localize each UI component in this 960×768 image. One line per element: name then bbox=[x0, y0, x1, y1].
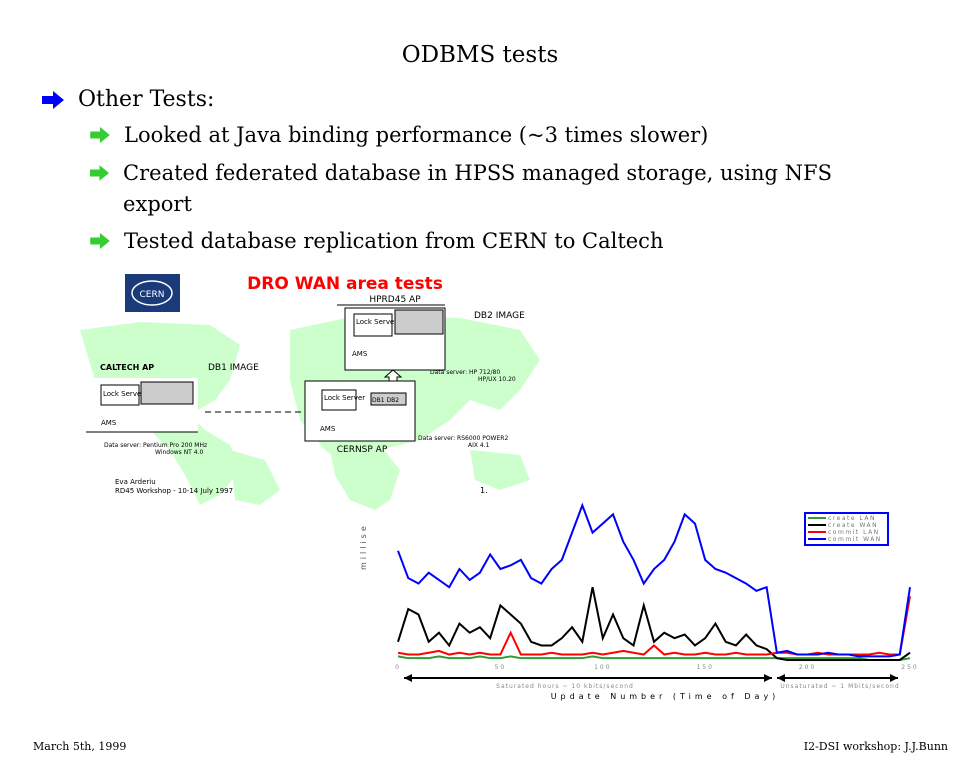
subbullet: Tested database replication from CERN to… bbox=[90, 226, 870, 257]
series-line-commit-wan bbox=[397, 502, 911, 658]
x-tick-label: 150 bbox=[696, 664, 713, 671]
diagram-page: 1. bbox=[480, 486, 488, 495]
hprd-db: DB2 IMAGE bbox=[474, 311, 525, 321]
slide-title: ODBMS tests bbox=[401, 42, 559, 68]
cernsp-os: AIX 4.1 bbox=[468, 442, 490, 449]
logo-text: CERN bbox=[140, 290, 165, 300]
hprd-ams: AMS bbox=[352, 350, 368, 358]
x-axis-label: Update Number (Time of Day) bbox=[551, 692, 780, 701]
annotation-unsaturated: Unsaturated ~ 1 Mbits/second bbox=[780, 683, 899, 690]
caltech-os: Windows NT 4.0 bbox=[155, 449, 203, 456]
legend-label: commit LAN bbox=[828, 529, 880, 536]
caltech-ams: AMS bbox=[101, 419, 117, 427]
footer-author: I2-DSI workshop: J.J.Bunn bbox=[803, 740, 948, 753]
subbullet-text: Tested database replication from CERN to… bbox=[124, 229, 664, 253]
legend-label: create WAN bbox=[828, 522, 878, 529]
hprd-label: HPRD45 AP bbox=[369, 295, 421, 305]
green-arrow-icon bbox=[90, 127, 110, 143]
x-tick-label: 250 bbox=[901, 664, 918, 671]
green-arrow-icon bbox=[90, 165, 110, 181]
series-line-commit-lan bbox=[397, 596, 911, 656]
caltech-db: DB1 IMAGE bbox=[208, 363, 259, 373]
series-line-create-wan bbox=[397, 587, 911, 661]
annotation-saturated: Saturated hours ~ 10 kbits/second bbox=[496, 683, 634, 690]
credit-workshop: RD45 Workshop - 10-14 July 1997 bbox=[115, 487, 233, 495]
x-tick-label: 0 bbox=[395, 664, 401, 671]
caltech-server: Data server: Pentium Pro 200 MHz bbox=[104, 442, 207, 449]
green-arrow-icon bbox=[90, 233, 110, 249]
cern-logo: CERN bbox=[125, 274, 180, 312]
hprd-lock: Lock Server bbox=[356, 318, 397, 326]
cernsp-lock: Lock Server bbox=[324, 394, 365, 402]
cernsp-db: DB1 DB2 bbox=[372, 397, 399, 404]
diagram-title: DRO WAN area tests bbox=[247, 274, 443, 294]
x-tick-label: 50 bbox=[495, 664, 507, 671]
legend-label: commit WAN bbox=[828, 536, 882, 543]
credit-author: Eva Arderiu bbox=[115, 478, 156, 486]
hprd-server: Data server: HP 712/80 bbox=[430, 369, 500, 376]
footer-date: March 5th, 1999 bbox=[33, 740, 127, 753]
cernsp-ams: AMS bbox=[320, 425, 336, 433]
bullet-other-tests: Other Tests: bbox=[42, 87, 214, 112]
subbullet: Looked at Java binding performance (~3 t… bbox=[90, 120, 870, 151]
caltech-lock: Lock Server bbox=[103, 390, 144, 398]
x-tick-label: 200 bbox=[799, 664, 816, 671]
bullet-text: Other Tests: bbox=[78, 87, 215, 112]
caltech-label: CALTECH AP bbox=[100, 363, 154, 372]
subbullet-text: Looked at Java binding performance (~3 t… bbox=[124, 123, 709, 147]
y-axis-label: millise bbox=[359, 523, 368, 570]
series-line-create-lan bbox=[397, 655, 911, 661]
subbullet: Created federated database in HPSS manag… bbox=[90, 158, 870, 220]
hprd-os: HP/UX 10.20 bbox=[478, 376, 516, 383]
cernsp-server: Data server: RS6000 POWER2 bbox=[418, 435, 508, 442]
blue-arrow-icon bbox=[42, 90, 64, 109]
cernsp-label: CERNSP AP bbox=[337, 445, 388, 455]
subbullet-text: Created federated database in HPSS manag… bbox=[123, 161, 833, 216]
x-tick-label: 100 bbox=[594, 664, 611, 671]
legend-label: create LAN bbox=[828, 515, 876, 522]
